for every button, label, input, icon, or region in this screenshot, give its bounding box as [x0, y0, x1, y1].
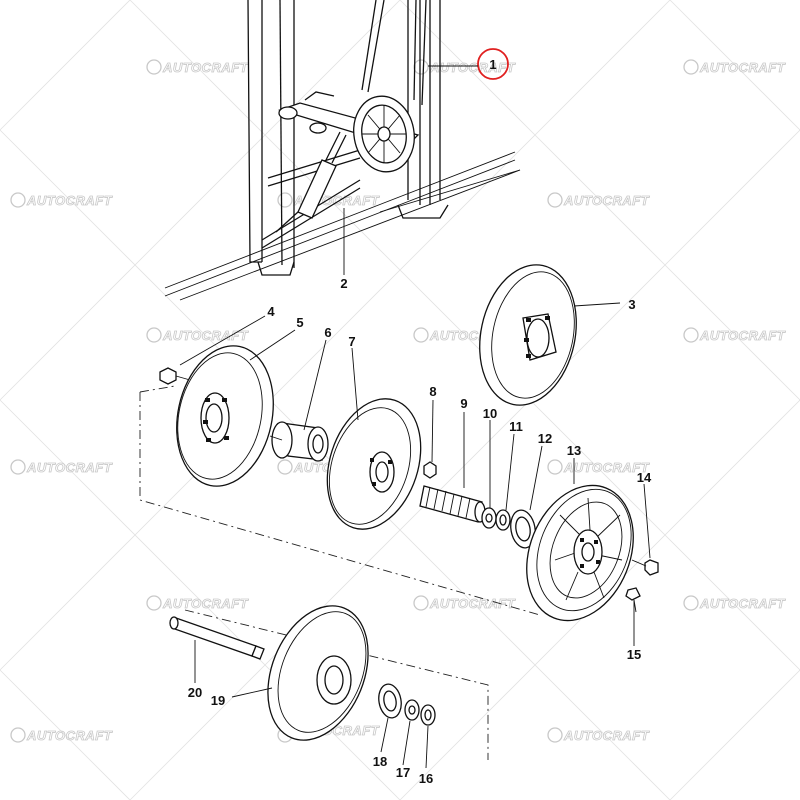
watermark: AUTOCRAFT — [683, 59, 786, 75]
drive-belt — [361, 0, 427, 106]
watermark: AUTOCRAFT — [683, 595, 786, 611]
callout-4: 4 — [267, 304, 275, 319]
watermark: AUTOCRAFT — [413, 595, 516, 611]
bolt-4 — [159, 367, 191, 385]
callout-11: 11 — [509, 419, 523, 434]
watermark: AUTOCRAFT — [10, 459, 113, 475]
watermark: AUTOCRAFT — [547, 727, 650, 743]
top-pulley — [353, 95, 415, 173]
callout-20: 20 — [188, 685, 202, 700]
callout-6: 6 — [324, 325, 331, 340]
assembly-outline — [139, 385, 176, 393]
callout-labels: 1 2 3 4 5 6 7 8 9 10 11 12 13 14 15 16 1… — [188, 57, 652, 786]
washer-11 — [495, 509, 511, 531]
assembly-outline — [139, 392, 541, 616]
watermark: AUTOCRAFT — [413, 59, 516, 75]
frame-assembly — [164, 0, 521, 301]
watermark: AUTOCRAFT — [10, 727, 113, 743]
callout-1: 1 — [489, 57, 496, 72]
bolt-15 — [625, 587, 641, 613]
sheave-disc-3 — [479, 264, 577, 406]
sheave-disc-5 — [176, 345, 274, 487]
pulley-13 — [526, 484, 634, 622]
callout-16: 16 — [419, 771, 433, 786]
watermark: AUTOCRAFT — [10, 192, 113, 208]
watermark: AUTOCRAFT — [547, 459, 650, 475]
shaft-20 — [169, 616, 265, 660]
callout-17: 17 — [396, 765, 410, 780]
highlight-circle — [477, 48, 509, 80]
callout-15: 15 — [627, 647, 641, 662]
svg-text:AUTOCRAFT: AUTOCRAFT — [429, 60, 516, 75]
callout-3: 3 — [628, 297, 635, 312]
callout-13: 13 — [567, 443, 581, 458]
bolt-14 — [631, 559, 659, 576]
callout-2: 2 — [340, 276, 347, 291]
hydraulic-cylinder — [275, 131, 347, 233]
callout-19: 19 — [211, 693, 225, 708]
watermark: AUTOCRAFT — [277, 192, 380, 208]
watermark: AUTOCRAFT — [146, 59, 249, 75]
splined-shaft-9 — [419, 485, 486, 523]
callout-5: 5 — [296, 315, 303, 330]
callout-8: 8 — [429, 384, 436, 399]
svg-text:AUTOCRAFT: AUTOCRAFT — [563, 193, 650, 208]
svg-text:AUTOCRAFT: AUTOCRAFT — [563, 460, 650, 475]
watermark: AUTOCRAFT — [146, 327, 249, 343]
svg-text:AUTOCRAFT: AUTOCRAFT — [26, 728, 113, 743]
callout-14: 14 — [637, 470, 652, 485]
svg-text:AUTOCRAFT: AUTOCRAFT — [699, 60, 786, 75]
svg-text:AUTOCRAFT: AUTOCRAFT — [26, 193, 113, 208]
callout-7: 7 — [348, 334, 355, 349]
nut-16 — [420, 704, 436, 726]
svg-text:AUTOCRAFT: AUTOCRAFT — [699, 596, 786, 611]
washer-17 — [404, 699, 420, 721]
sheave-disc-7 — [326, 398, 422, 530]
sheave-disc-19 — [267, 605, 369, 741]
svg-text:AUTOCRAFT: AUTOCRAFT — [563, 728, 650, 743]
svg-text:AUTOCRAFT: AUTOCRAFT — [162, 328, 249, 343]
svg-text:AUTOCRAFT: AUTOCRAFT — [429, 596, 516, 611]
svg-text:AUTOCRAFT: AUTOCRAFT — [162, 596, 249, 611]
callout-18: 18 — [373, 754, 387, 769]
svg-text:AUTOCRAFT: AUTOCRAFT — [162, 60, 249, 75]
callout-10: 10 — [483, 406, 497, 421]
svg-text:AUTOCRAFT: AUTOCRAFT — [699, 328, 786, 343]
ring-12 — [510, 509, 536, 549]
leader-lines — [179, 65, 651, 769]
callout-9: 9 — [460, 396, 467, 411]
ring-18 — [378, 683, 402, 719]
watermark: AUTOCRAFT — [146, 595, 249, 611]
callout-12: 12 — [538, 431, 552, 446]
assembly-outline — [184, 609, 489, 760]
svg-text:AUTOCRAFT: AUTOCRAFT — [26, 460, 113, 475]
watermark: AUTOCRAFT — [683, 327, 786, 343]
hub-6 — [269, 421, 329, 462]
washer-10 — [481, 507, 497, 529]
watermark: AUTOCRAFT — [547, 192, 650, 208]
nut-8 — [423, 461, 437, 479]
